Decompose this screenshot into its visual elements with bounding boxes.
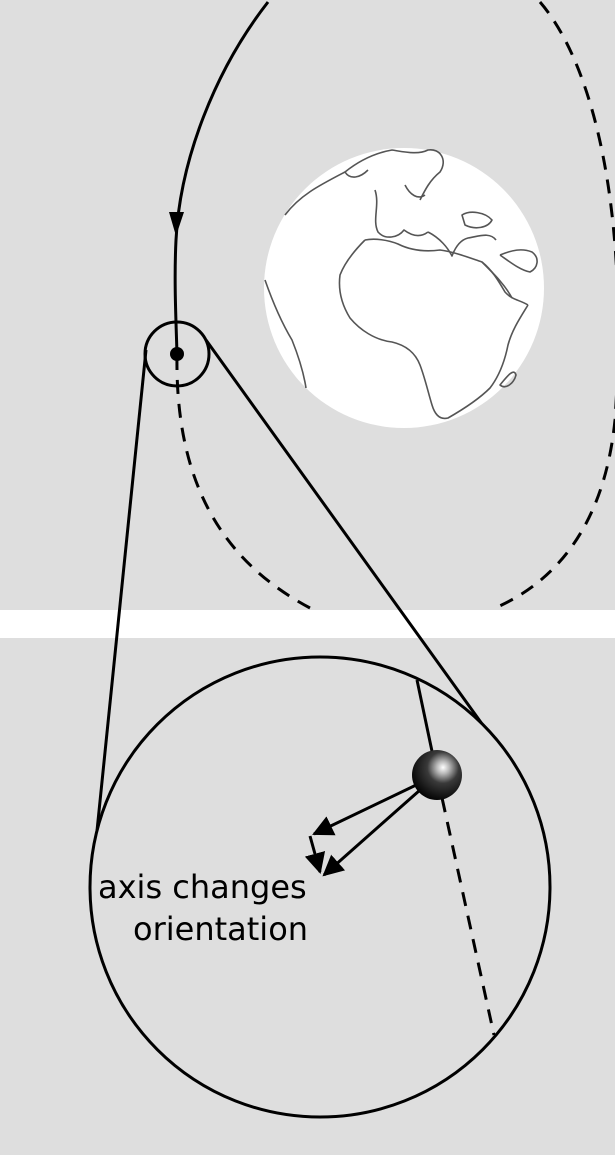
orientation-change-arrow-icon: [304, 835, 326, 875]
satellite-sphere-icon: [412, 750, 462, 800]
annotation-line-1: axis changes: [98, 868, 307, 906]
earth-globe-icon: [264, 148, 544, 428]
annotation-line-2: orientation: [133, 910, 308, 948]
spin-axis-new-arrow-icon: [322, 773, 438, 877]
dashed-orbit-path: [175, 1, 615, 610]
incoming-trajectory: [173, 1, 270, 355]
zoom-line-left: [91, 349, 148, 871]
zoom-line-right: [204, 339, 492, 736]
panel-separator: [0, 610, 615, 638]
satellite-dot: [170, 347, 184, 361]
magnified-trajectory-dashed: [435, 774, 496, 1036]
trajectory-arrow-icon: [169, 212, 184, 236]
